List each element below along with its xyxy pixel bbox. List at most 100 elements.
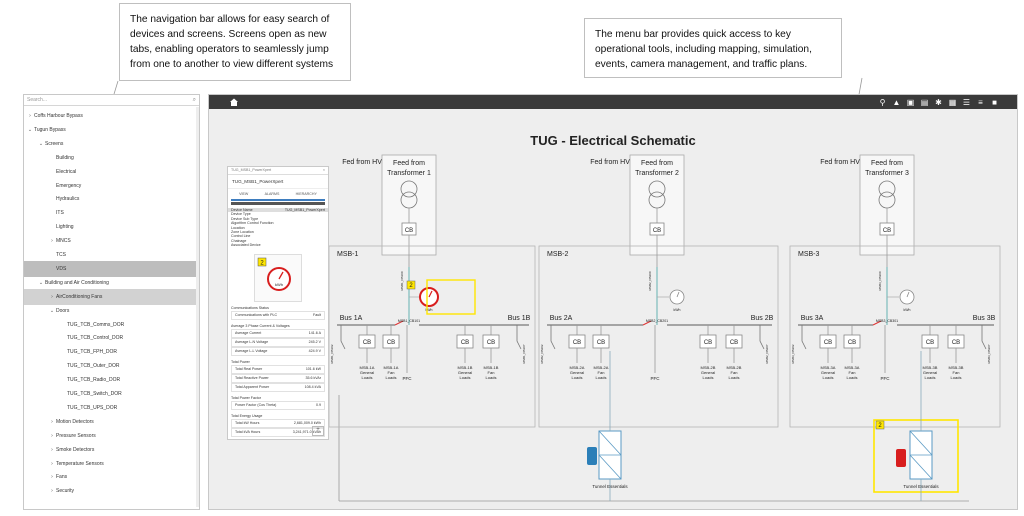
nav-item-0[interactable]: ›Coffs Harbour Bypass (24, 108, 199, 124)
nav-item-20[interactable]: TUG_TCB_Switch_DOR (24, 386, 199, 402)
nav-item-21[interactable]: TUG_TCB_UPS_DOR (24, 400, 199, 416)
bus-tie-label: MSB1_CB101 (398, 319, 420, 323)
ups-diagonal (598, 454, 622, 480)
camera-icon[interactable]: ■ (992, 97, 997, 107)
chevron-icon[interactable]: › (51, 293, 53, 300)
nav-item-5[interactable]: Emergency (24, 178, 199, 194)
nav-search-input[interactable]: Search... ⌕ (24, 95, 199, 106)
menu-bar: ⚲ ▲ ▣ ▤ ✱ ▦ ☰ ≡ ■ (209, 95, 1017, 109)
navigation-tree: Search... ⌕ ›Coffs Harbour Bypass⌄Tugun … (23, 94, 200, 510)
nav-item-label: Screens (45, 140, 64, 147)
nav-item-label: VDS (56, 265, 67, 272)
property-key: Device Type (231, 212, 251, 217)
cb-label: CB (653, 228, 661, 234)
breaker-tag: MSB3_CB302 (791, 344, 795, 363)
gear-icon[interactable]: ✱ (935, 97, 942, 107)
value: 424.9 V (308, 348, 321, 353)
tab-hierarchy[interactable]: HIERARCHY (295, 192, 317, 196)
nav-item-22[interactable]: ›Motion Detectors (24, 414, 199, 430)
clipboard-icon[interactable]: ▣ (906, 97, 915, 107)
chevron-icon[interactable]: › (29, 113, 31, 119)
nav-item-4[interactable]: Electrical (24, 164, 199, 180)
nav-item-12[interactable]: ⌄Building and Air Conditioning (24, 275, 199, 291)
transformer-icon (400, 180, 418, 198)
nav-item-label: TCS (56, 252, 66, 258)
chevron-icon[interactable]: › (51, 474, 53, 481)
chevron-icon[interactable]: ⌄ (27, 126, 33, 133)
nav-item-6[interactable]: Hydraulics (24, 191, 199, 207)
load-label: Fan (598, 370, 605, 375)
chevron-icon[interactable]: › (51, 460, 53, 467)
load-label: MSB-3A (845, 365, 860, 370)
cb-label: CB (824, 340, 832, 346)
nav-item-label: MNCS (56, 238, 71, 245)
nav-item-23[interactable]: ›Pressure Sensors (24, 428, 199, 444)
nav-item-27[interactable]: ›Security (24, 483, 199, 499)
nav-item-7[interactable]: ITS (24, 205, 199, 221)
nav-item-3[interactable]: Building (24, 150, 199, 166)
nav-item-17[interactable]: TUG_TCB_FPH_DOR (24, 344, 199, 360)
nav-item-label: Coffs Harbour Bypass (34, 113, 83, 119)
chevron-icon[interactable]: › (51, 432, 53, 439)
home-icon[interactable] (229, 97, 239, 107)
meter-badge-box (257, 257, 267, 266)
tab-alarms[interactable]: ALARMS (264, 192, 280, 196)
chevron-icon[interactable]: ⌄ (49, 307, 55, 314)
chevron-icon[interactable]: › (51, 446, 53, 453)
chevron-icon[interactable]: › (51, 488, 53, 495)
chevron-icon[interactable]: › (51, 238, 53, 245)
load-label: Loads (486, 375, 497, 380)
warning-icon[interactable]: ▲ (892, 97, 901, 107)
load-label: General (360, 370, 374, 375)
card-property: Chainage (228, 239, 328, 243)
feeder-switch (981, 325, 987, 350)
chevron-icon[interactable]: ⌄ (38, 279, 44, 286)
load-label: MSB-1B (484, 365, 499, 370)
nav-item-26[interactable]: ›Fans (24, 469, 199, 485)
card-title: TUG_MSB1_PowerXpert (228, 175, 328, 189)
cb-label: CB (883, 228, 891, 234)
nav-item-9[interactable]: ›MNCS (24, 233, 199, 249)
transformer-label: Feed from (393, 160, 425, 167)
nav-item-8[interactable]: Lighting (24, 219, 199, 235)
nav-item-10[interactable]: TCS (24, 247, 199, 263)
chevron-icon[interactable]: › (51, 418, 53, 425)
grid-icon[interactable]: ▦ (948, 97, 957, 107)
nav-item-label: TUG_TCB_FPH_DOR (67, 349, 118, 356)
nav-item-14[interactable]: ⌄Doors (24, 303, 199, 319)
nav-item-13[interactable]: ›AirConditioning Fans (24, 288, 199, 305)
nav-item-15[interactable]: TUG_TCB_Comms_DOR (24, 317, 199, 333)
nav-item-24[interactable]: ›Smoke Detectors (24, 442, 199, 458)
tunnel-label: Tunnel Essentials (903, 484, 939, 489)
chevron-icon[interactable]: ⌄ (38, 140, 44, 147)
nav-item-11[interactable]: VDS (24, 260, 199, 277)
load-label: Fan (849, 370, 856, 375)
load-label: Loads (823, 375, 834, 380)
feeder-switch (550, 325, 556, 350)
breaker-tag: MSB1_CB100 (400, 271, 404, 290)
card-value-row: Power Factor (Cos Theta)0.9 (231, 400, 325, 410)
transformer-label: Transformer 1 (387, 170, 431, 177)
search-icon[interactable]: ⌕ (192, 97, 196, 103)
bus-label: Bus 1B (508, 315, 531, 322)
nav-item-25[interactable]: ›Temperature Sensors (24, 456, 199, 472)
alarm-badge: 2 (878, 423, 882, 429)
document-icon[interactable]: ▤ (920, 97, 929, 107)
map-pin-icon[interactable]: ⚲ (879, 97, 886, 107)
list-add-icon[interactable]: ☰ (962, 97, 971, 107)
nav-scrollbar[interactable] (196, 107, 199, 507)
close-icon[interactable]: × (322, 168, 325, 172)
nav-item-19[interactable]: TUG_TCB_Radio_DOR (24, 372, 199, 388)
nav-item-2[interactable]: ⌄Screens (24, 136, 199, 152)
cb-label: CB (848, 340, 856, 346)
load-label: MSB-3A (821, 365, 836, 370)
add-button[interactable]: + (312, 426, 324, 436)
alarm-badge-box (406, 280, 416, 290)
tab-view[interactable]: VIEW (239, 192, 249, 196)
nav-item-1[interactable]: ⌄Tugun Bypass (24, 122, 199, 138)
nav-item-18[interactable]: TUG_TCB_Outer_DOR (24, 358, 199, 374)
load-label: MSB-2B (701, 365, 716, 370)
list-icon[interactable]: ≡ (978, 97, 983, 107)
switchboard-frame (538, 245, 779, 428)
nav-item-16[interactable]: TUG_TCB_Control_DOR (24, 330, 199, 346)
